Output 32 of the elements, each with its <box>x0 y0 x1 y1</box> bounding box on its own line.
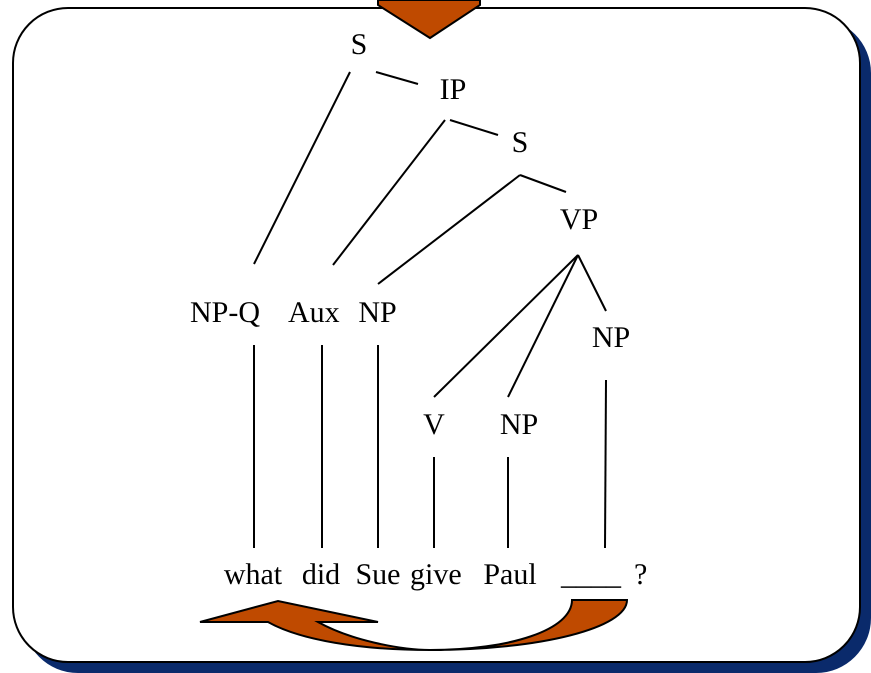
tree-label: NP-Q <box>188 298 261 328</box>
question-mark: ? <box>634 560 648 590</box>
tree-label: S <box>510 128 530 158</box>
tree-branch-line <box>604 380 607 548</box>
tree-label: S <box>350 30 368 60</box>
tree-branch-line <box>450 119 498 136</box>
tree-label: Aux <box>288 298 338 328</box>
tree-label: ____ <box>560 560 622 590</box>
tree-branch-line <box>253 345 255 548</box>
tree-branch-line <box>377 174 521 285</box>
tree-branch-line <box>376 71 418 85</box>
tree-label: Sue <box>354 560 402 590</box>
tree-branch-line <box>507 457 509 548</box>
tree-label: VP <box>558 205 600 235</box>
tree-label: NP <box>590 323 632 353</box>
tree-label: NP <box>498 410 540 440</box>
tree-branch-line <box>377 345 379 548</box>
tree-branch-line <box>577 254 607 312</box>
tree-label: V <box>422 410 446 440</box>
tree-branch-line <box>520 174 566 193</box>
tree-branch-line <box>433 457 435 548</box>
tree-label: what <box>222 560 284 590</box>
tree-label: IP <box>438 75 468 105</box>
curved-block-arrow <box>199 599 628 651</box>
tree-label: Paul <box>482 560 538 590</box>
tree-label: did <box>300 560 342 590</box>
tree-branch-line <box>507 254 579 398</box>
tree-label: NP <box>357 298 398 328</box>
tree-branch-line <box>433 254 579 398</box>
tree-branch-line <box>321 345 323 548</box>
tree-branch-line <box>332 119 446 266</box>
tree-branch-line <box>253 72 351 264</box>
